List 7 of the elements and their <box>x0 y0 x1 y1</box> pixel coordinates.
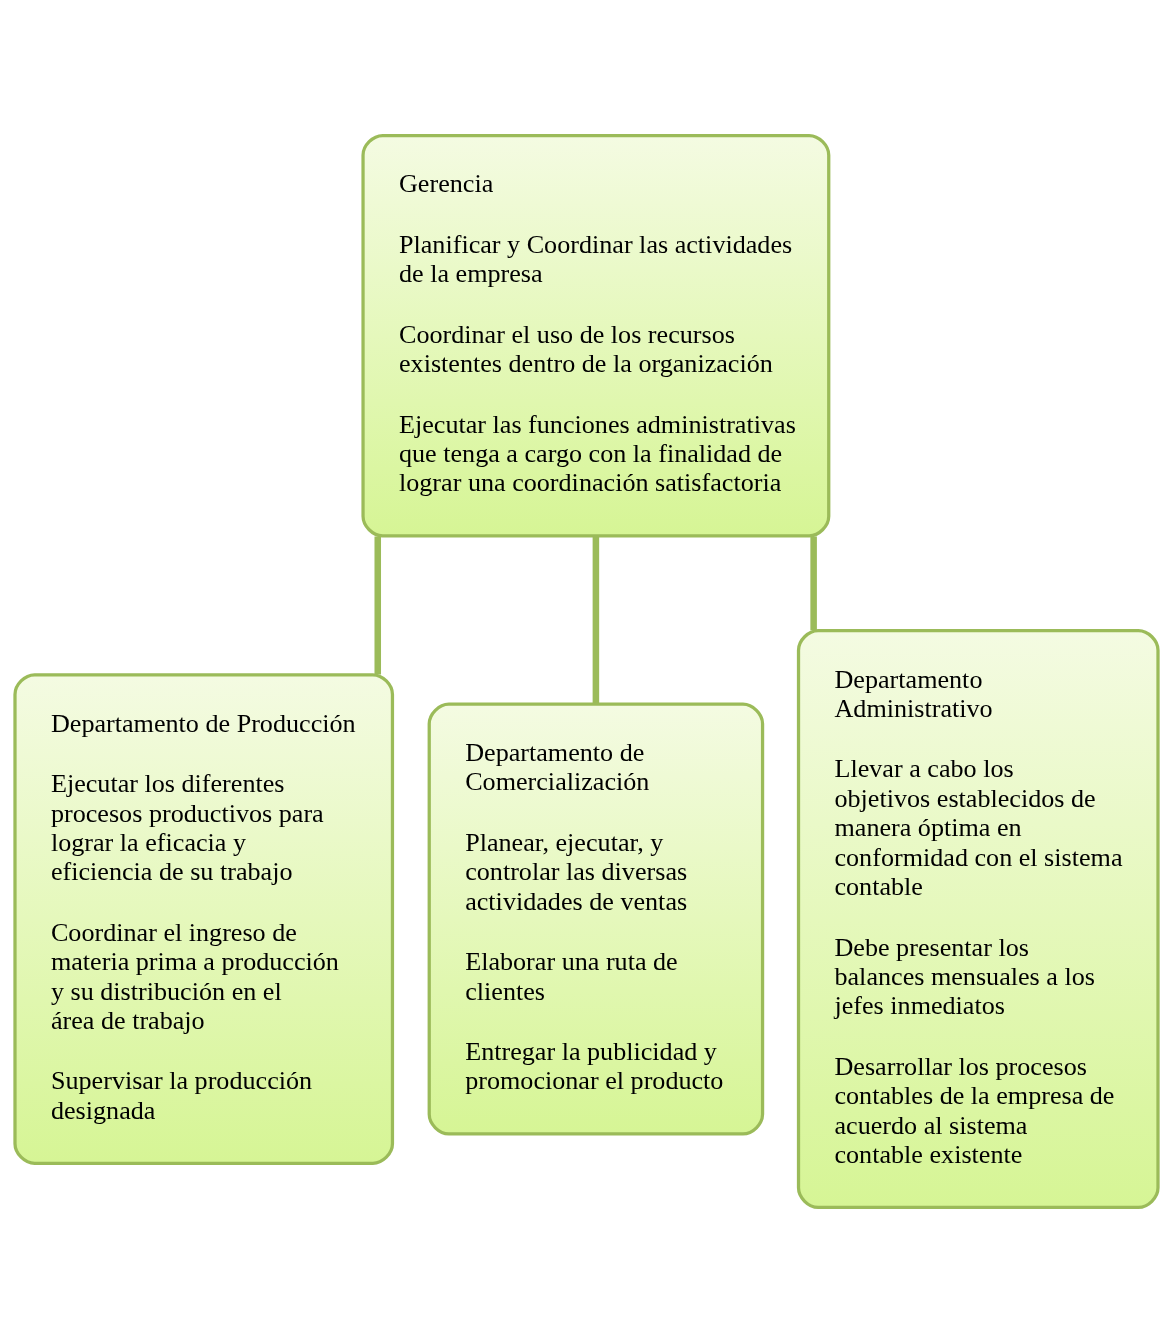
node-box: Departamento Administrativo Llevar a cabo los objetivos establecidos de manera óptima en conformidad con el sistema contable Debe presentar los balances mensuales a los jefes inmediatos Desarrollar los procesos contables de la empresa de acuerdo al sistema contable existente <box>796 629 1160 1210</box>
node-box: Departamento de Comercialización Planear, ejecutar, y controlar las diversas actividades de ventas Elaborar una ruta de clientes Entregar la publicidad y promocionar el producto <box>427 702 765 1136</box>
node-box: Gerencia Planificar y Coordinar las actividades de la empresa Coordinar el uso de los recursos existentes dentro de la organización Ejecutar las funciones administrativas que tenga a cargo con la finalidad de lograr una coordinación satisfactoria <box>361 133 831 538</box>
connector <box>592 536 600 704</box>
connector <box>810 536 817 631</box>
node-box: Departamento de Producción Ejecutar los diferentes procesos productivos para lograr la eficacia y eficiencia de su trabajo Coordinar el ingreso de materia prima a producción y su distribución en el área de trabajo Supervisar la producción designada <box>13 673 395 1165</box>
connector <box>374 536 381 675</box>
